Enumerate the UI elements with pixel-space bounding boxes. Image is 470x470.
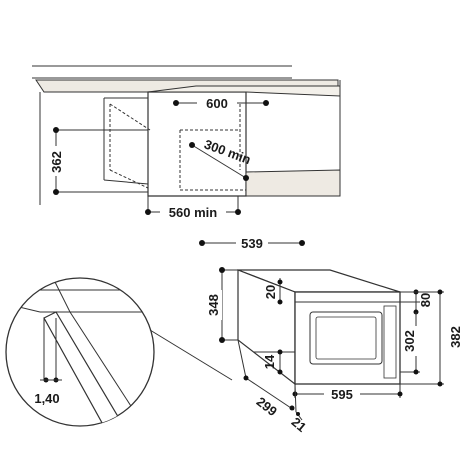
dim-80: 80 bbox=[400, 289, 433, 315]
dim-300min-label: 300 min bbox=[202, 136, 253, 167]
dim-382: 382 bbox=[400, 289, 464, 387]
dim-560min: 560 min bbox=[145, 196, 241, 220]
dim-21: 21 bbox=[289, 411, 310, 435]
dim-348-label: 348 bbox=[206, 294, 221, 316]
dim-348: 348 bbox=[206, 267, 238, 343]
dim-20-label: 20 bbox=[263, 285, 278, 299]
cabinet-drawing bbox=[32, 65, 341, 205]
dim-560min-label: 560 min bbox=[169, 205, 217, 220]
dim-21-label: 21 bbox=[289, 414, 310, 435]
dim-1-40: 1,40 bbox=[34, 377, 62, 406]
dim-600-label: 600 bbox=[206, 96, 228, 111]
dim-382-label: 382 bbox=[448, 326, 463, 348]
dim-539: 539 bbox=[199, 235, 305, 251]
dim-302: 302 bbox=[400, 312, 420, 375]
dim-1-40-label: 1,40 bbox=[34, 391, 59, 406]
detail-view bbox=[5, 277, 233, 427]
dim-362-label: 362 bbox=[49, 151, 64, 173]
dim-14: 14 bbox=[254, 349, 295, 375]
dim-302-label: 302 bbox=[402, 330, 417, 352]
dim-362: 362 bbox=[44, 127, 148, 195]
oven-drawing bbox=[237, 269, 401, 386]
dim-20: 20 bbox=[263, 278, 283, 305]
dim-300min: 300 min bbox=[189, 136, 253, 181]
dim-539-label: 539 bbox=[241, 236, 263, 251]
dim-80-label: 80 bbox=[418, 293, 433, 307]
dim-595: 595 bbox=[292, 384, 403, 402]
dim-14-label: 14 bbox=[262, 354, 277, 369]
dim-595-label: 595 bbox=[331, 387, 353, 402]
dim-600: 600 bbox=[173, 95, 269, 111]
